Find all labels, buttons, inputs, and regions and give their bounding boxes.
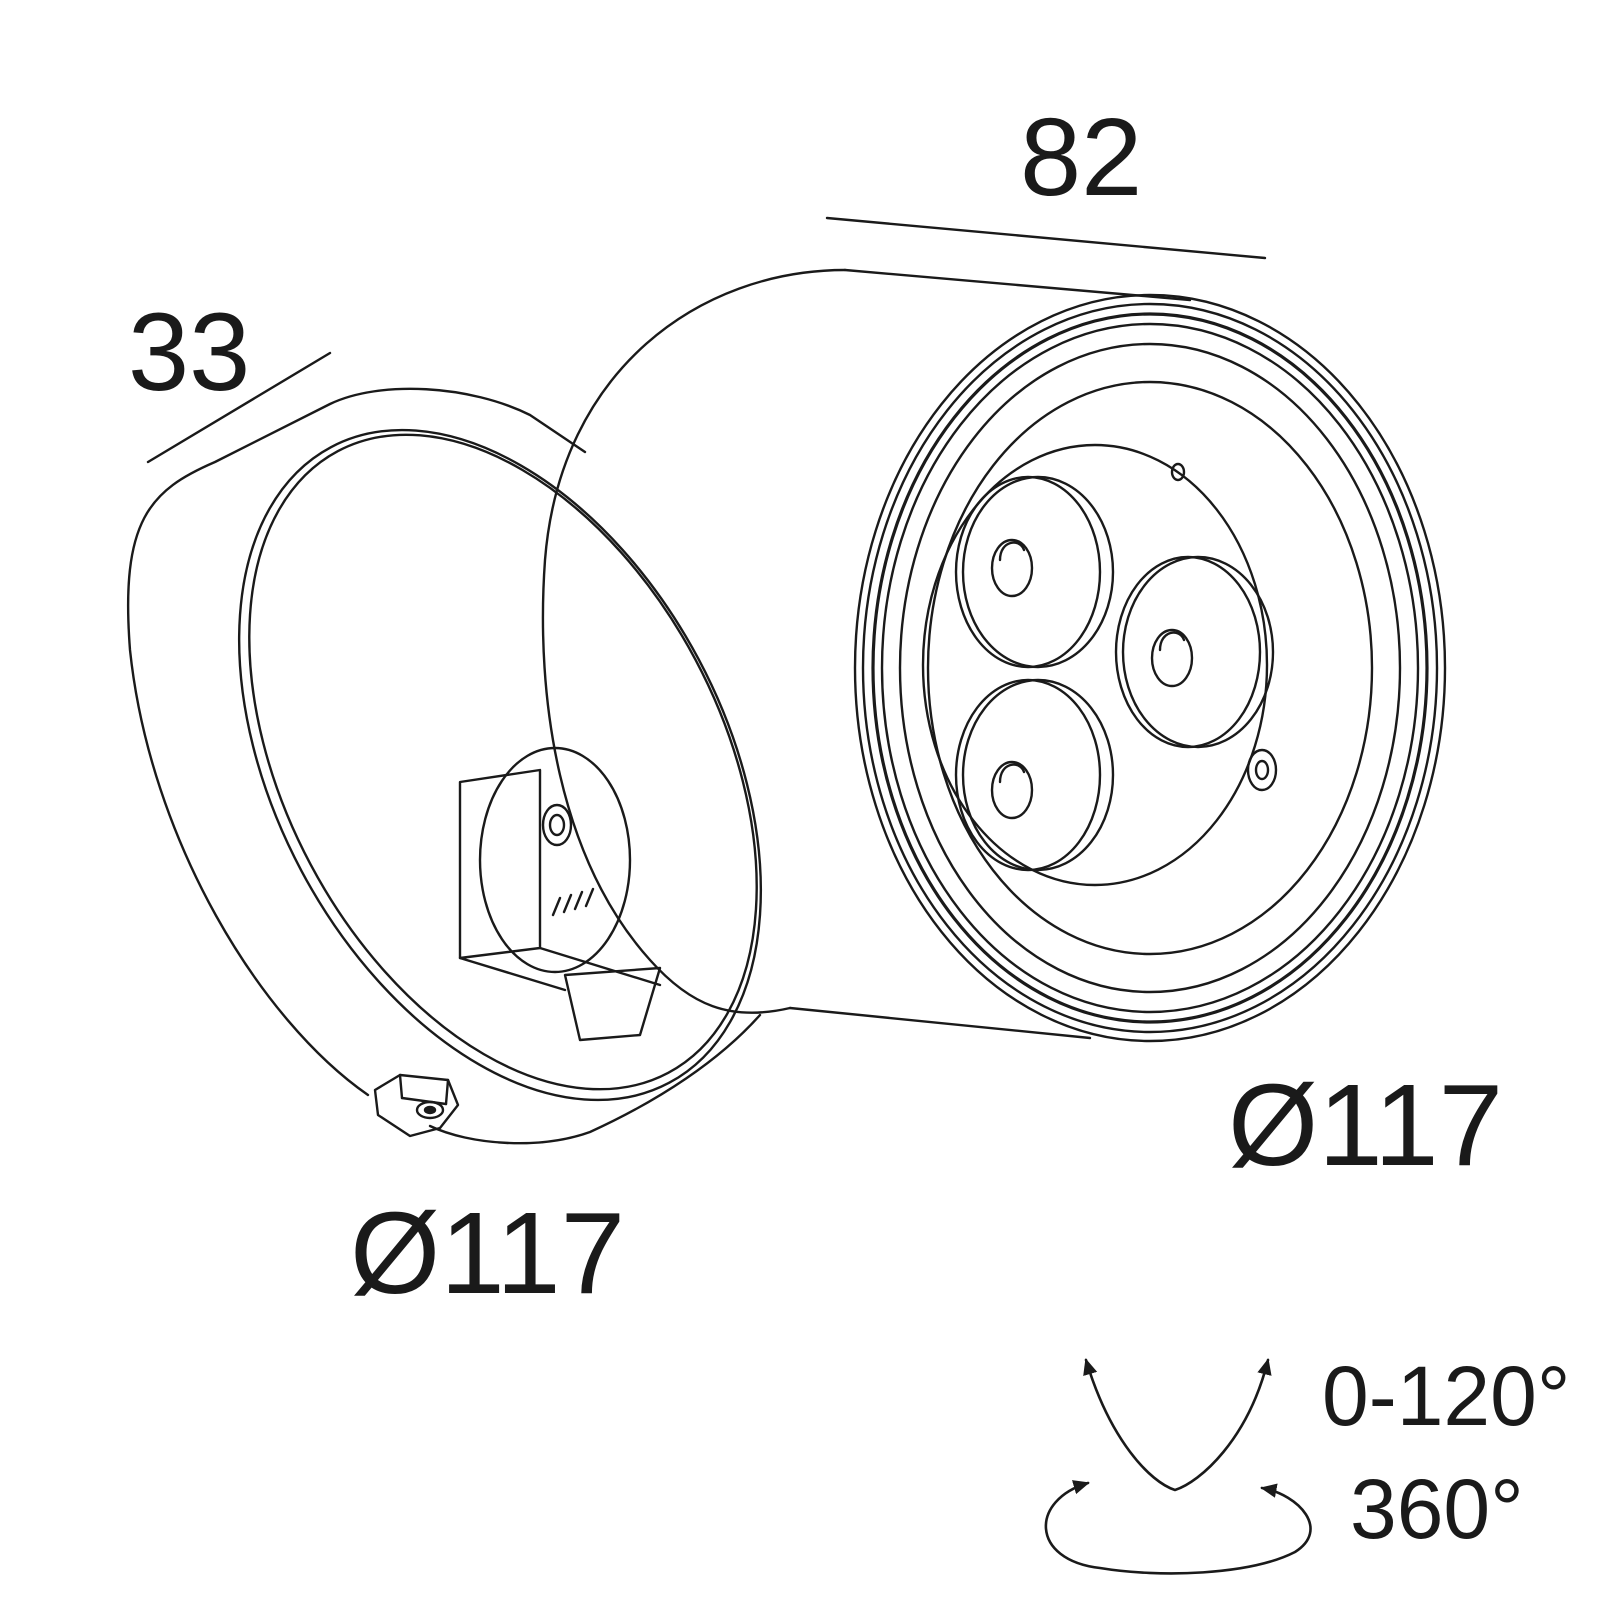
wall-base-rim-outer xyxy=(237,428,763,1102)
indicator-dot xyxy=(1170,462,1186,482)
led-module-plate xyxy=(921,443,1269,887)
led-lens-bottom xyxy=(954,678,1115,872)
diameter-label-head: Ø117 xyxy=(1228,1060,1503,1190)
mounting-bracket xyxy=(458,746,662,1042)
tilt-rotation-icon xyxy=(1083,1358,1272,1492)
wall-base-rim-inner xyxy=(248,433,758,1091)
lamp-head-back-disc xyxy=(541,268,847,1014)
lamp-head-bottom-edge xyxy=(788,1006,1092,1040)
front-screw xyxy=(1246,748,1278,792)
diameter-label-base: Ø117 xyxy=(350,1188,625,1318)
led-lens-right xyxy=(1114,555,1275,749)
joint-screw xyxy=(541,803,573,847)
wall-base xyxy=(126,387,763,1145)
dimension-label-33: 33 xyxy=(128,291,250,414)
dimension-line-82 xyxy=(825,216,1267,260)
lamp-head xyxy=(541,268,1192,1040)
base-side-screw xyxy=(373,1073,460,1138)
bracket-plate xyxy=(458,768,542,960)
led-lens-top xyxy=(954,475,1115,669)
wall-base-bottom-edge xyxy=(428,1013,762,1145)
wall-base-outer-shell xyxy=(126,387,587,1097)
dimension-label-82: 82 xyxy=(1020,96,1142,219)
joint-vent-slots xyxy=(551,887,595,917)
bracket-foot xyxy=(563,966,662,1042)
pan-rotation-icon xyxy=(1044,1480,1312,1575)
joint-hub xyxy=(478,746,632,974)
tilt-angle-label: 0-120° xyxy=(1322,1349,1570,1443)
dimension-line-33 xyxy=(146,351,332,464)
pan-angle-label: 360° xyxy=(1350,1462,1524,1556)
front-bezel xyxy=(853,293,1447,1043)
